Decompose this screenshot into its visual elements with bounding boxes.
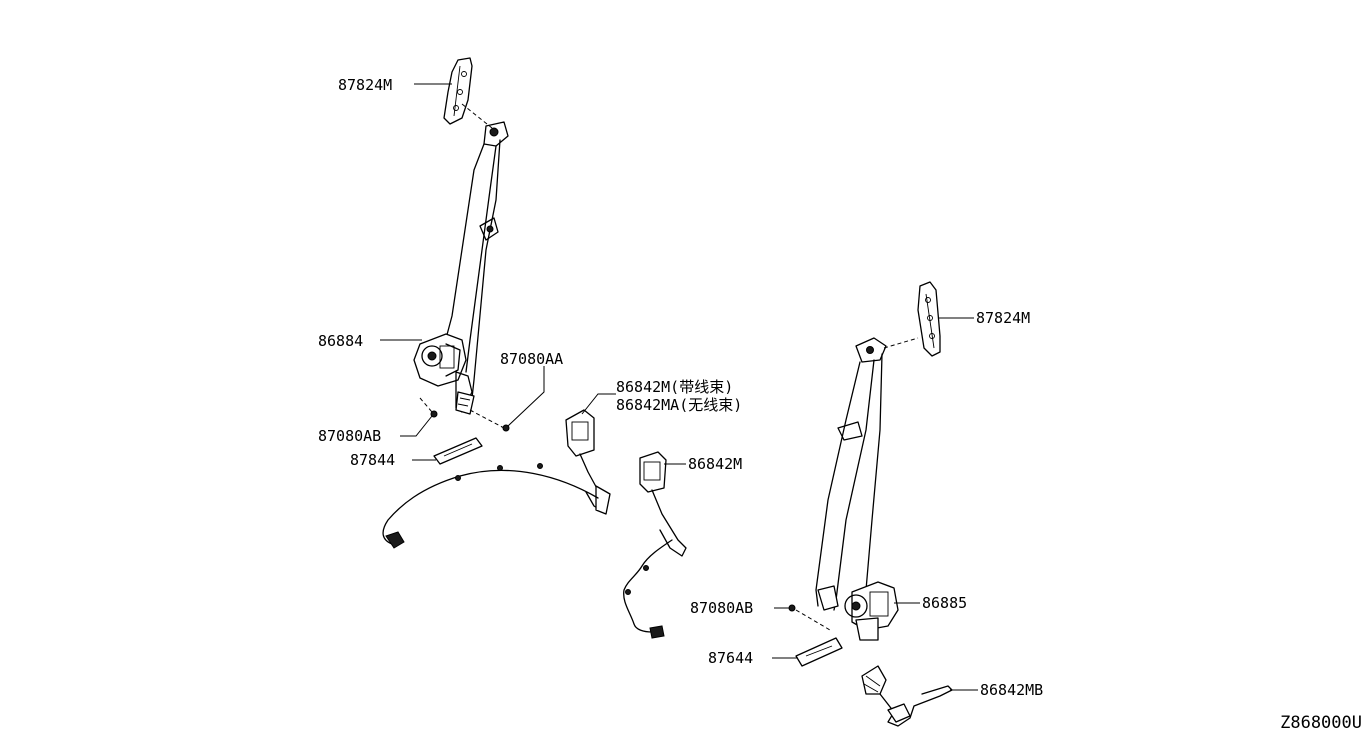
callout-86842m-band: 86842M(带线束) <box>616 378 733 396</box>
callout-87080ab-right: 87080AB <box>690 599 753 617</box>
callout-87824m-right: 87824M <box>976 309 1030 327</box>
callout-86842ma: 86842MA(无线束) <box>616 396 742 414</box>
drawing-code: Z868000U <box>1280 713 1362 733</box>
callout-86842mb: 86842MB <box>980 681 1043 699</box>
right-upper-anchor-adjuster <box>917 281 941 357</box>
callout-87080aa: 87080AA <box>500 350 563 368</box>
callout-87080ab-left: 87080AB <box>318 427 381 445</box>
right-trim-cover <box>795 637 843 667</box>
right-retractor <box>844 581 899 641</box>
right-seat-belt-webbing <box>815 337 887 611</box>
callout-87844: 87844 <box>350 451 395 469</box>
left-trim-cover <box>433 437 483 465</box>
left-upper-anchor-adjuster <box>443 57 473 125</box>
right-anchor-dash-line <box>883 337 919 349</box>
callout-86842m: 86842M <box>688 455 742 473</box>
left-seat-belt-webbing <box>443 121 509 399</box>
callout-86884: 86884 <box>318 332 363 350</box>
left-retractor <box>413 333 475 415</box>
center-buckle-with-harness <box>623 451 687 639</box>
leader-lines <box>380 83 978 691</box>
right-buckle <box>861 665 953 727</box>
callout-87824m-left: 87824M <box>338 76 392 94</box>
callout-87644: 87644 <box>708 649 753 667</box>
left-buckle-with-harness <box>382 409 611 549</box>
left-bolts <box>419 397 510 432</box>
left-anchor-dash-line <box>461 103 493 129</box>
callout-86885: 86885 <box>922 594 967 612</box>
